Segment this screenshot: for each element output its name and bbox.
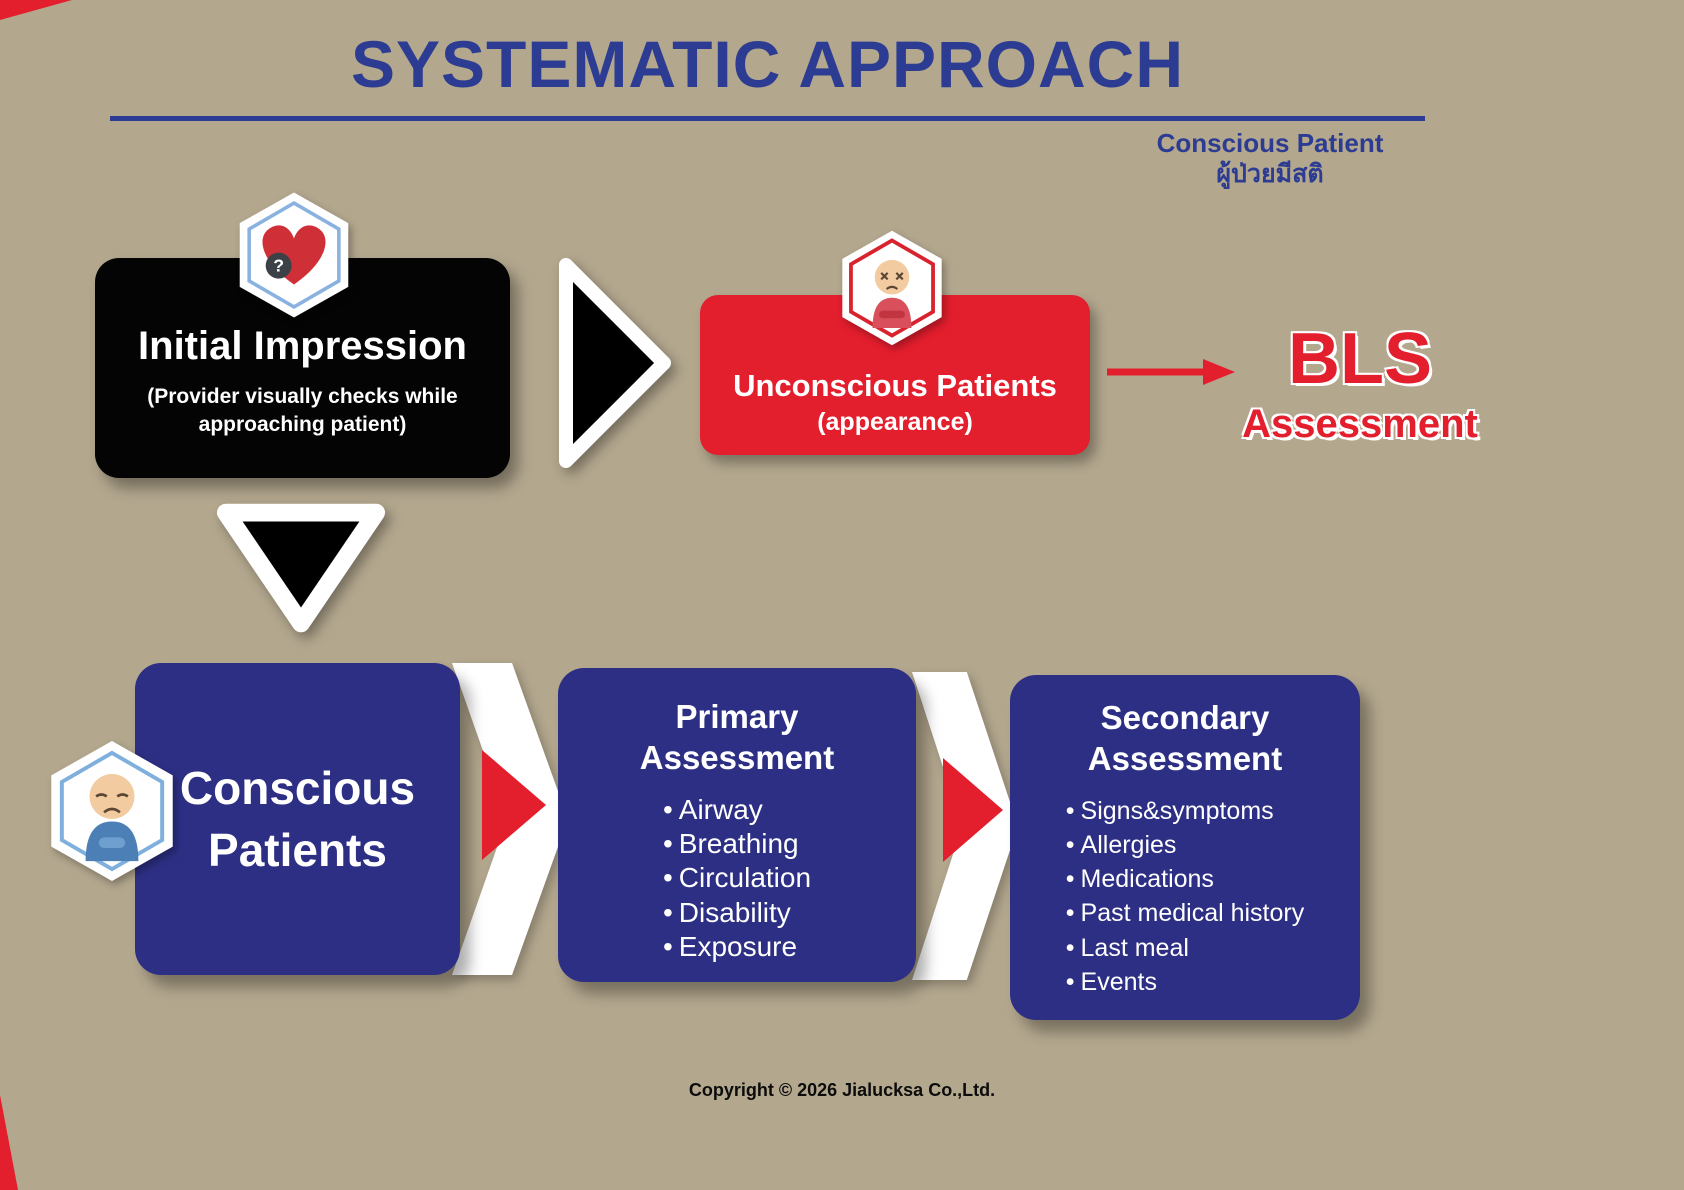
conscious-patient-label: Conscious Patient ผู้ป่วยมีสติ xyxy=(1140,128,1400,189)
corner-accent-top-left xyxy=(0,0,72,20)
assessment-item: Past medical history xyxy=(1066,896,1305,930)
assessment-item: Circulation xyxy=(663,861,811,895)
primary-title-line1: Primary xyxy=(675,698,799,735)
conscious-patients-card: Conscious Patients xyxy=(135,663,460,975)
primary-assessment-card: Primary Assessment AirwayBreathingCircul… xyxy=(558,668,916,982)
conscious-patient-label-en: Conscious Patient xyxy=(1156,128,1384,158)
unconscious-person-icon xyxy=(838,228,946,348)
conscious-patients-title-line1: Conscious xyxy=(179,761,416,814)
secondary-assessment-title: Secondary Assessment xyxy=(1088,697,1282,780)
secondary-assessment-list: Signs&symptomsAllergiesMedicationsPast m… xyxy=(1066,794,1305,1000)
bls-assessment-label: BLS Assessment xyxy=(1235,319,1485,447)
conscious-patients-title-line2: Patients xyxy=(208,824,387,876)
bls-line2: Assessment xyxy=(1242,401,1478,446)
primary-assessment-title: Primary Assessment xyxy=(640,696,834,779)
assessment-item: Exposure xyxy=(663,930,811,964)
secondary-title-line1: Secondary xyxy=(1100,699,1270,736)
title-underline xyxy=(110,116,1425,121)
assessment-item: Last meal xyxy=(1066,931,1304,965)
primary-title-line2: Assessment xyxy=(639,739,835,777)
arrow-down-icon xyxy=(212,498,390,638)
unconscious-patients-subtitle: (appearance) xyxy=(817,408,973,436)
assessment-item: Airway xyxy=(663,793,811,827)
bls-arrow-icon xyxy=(1105,355,1237,389)
initial-impression-title: Initial Impression xyxy=(138,324,467,369)
heart-question-icon: ? xyxy=(235,190,353,320)
assessment-item: Disability xyxy=(663,896,811,930)
primary-assessment-list: AirwayBreathingCirculationDisabilityExpo… xyxy=(663,793,811,965)
svg-text:?: ? xyxy=(273,256,284,276)
page-title: SYSTEMATIC APPROACH xyxy=(350,27,1185,101)
conscious-person-icon xyxy=(46,738,178,884)
assessment-item: Medications xyxy=(1066,862,1304,896)
assessment-item: Breathing xyxy=(663,827,811,861)
assessment-item: Allergies xyxy=(1066,828,1304,862)
bls-line1: BLS xyxy=(1288,319,1432,399)
initial-impression-subtitle: (Provider visually checks while approach… xyxy=(147,385,458,436)
arrow-right-icon xyxy=(556,253,676,473)
secondary-title-line2: Assessment xyxy=(1087,740,1283,778)
secondary-assessment-card: Secondary Assessment Signs&symptomsAller… xyxy=(1010,675,1360,1020)
conscious-patient-label-th: ผู้ป่วยมีสติ xyxy=(1216,160,1324,189)
assessment-item: Events xyxy=(1066,965,1304,999)
copyright-notice: Copyright © 2026 Jialucksa Co.,Ltd. xyxy=(688,1080,996,1100)
assessment-item: Signs&symptoms xyxy=(1066,794,1304,828)
corner-accent-bottom-left xyxy=(0,1095,18,1190)
unconscious-patients-title: Unconscious Patients xyxy=(733,368,1057,403)
